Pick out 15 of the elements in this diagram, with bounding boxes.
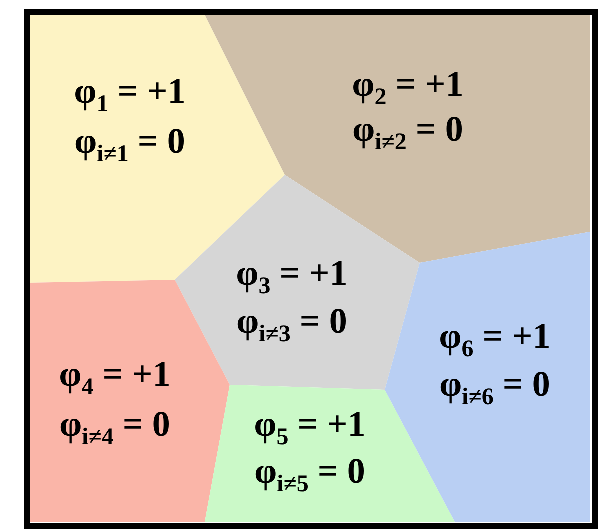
equation-text: φ$_{i≠5}$ = 0 bbox=[254, 452, 366, 498]
voronoi-cell bbox=[385, 232, 590, 522]
equation-text: φ$_{i≠3}$ = 0 bbox=[236, 302, 348, 348]
voronoi-cell bbox=[205, 15, 590, 263]
equation-text: φ$_{i≠2}$ = 0 bbox=[352, 110, 464, 156]
voronoi-cell bbox=[175, 175, 420, 390]
equation-text: φ$_{1}$ = +1 bbox=[74, 72, 186, 118]
equation-text: φ$_{i≠6}$ = 0 bbox=[440, 365, 550, 411]
equation-text: φ$_{5}$ = +1 bbox=[254, 405, 366, 451]
equation-text: φ$_{4}$ = +1 bbox=[59, 355, 171, 401]
equation-text: φ$_{i≠4}$ = 0 bbox=[60, 405, 170, 451]
equation-text: φ$_{6}$ = +1 bbox=[439, 317, 551, 363]
equation-text: φ$_{i≠1}$ = 0 bbox=[74, 122, 186, 168]
equation-text: φ$_{3}$ = +1 bbox=[236, 254, 348, 300]
equation-text: φ$_{2}$ = +1 bbox=[352, 65, 464, 111]
